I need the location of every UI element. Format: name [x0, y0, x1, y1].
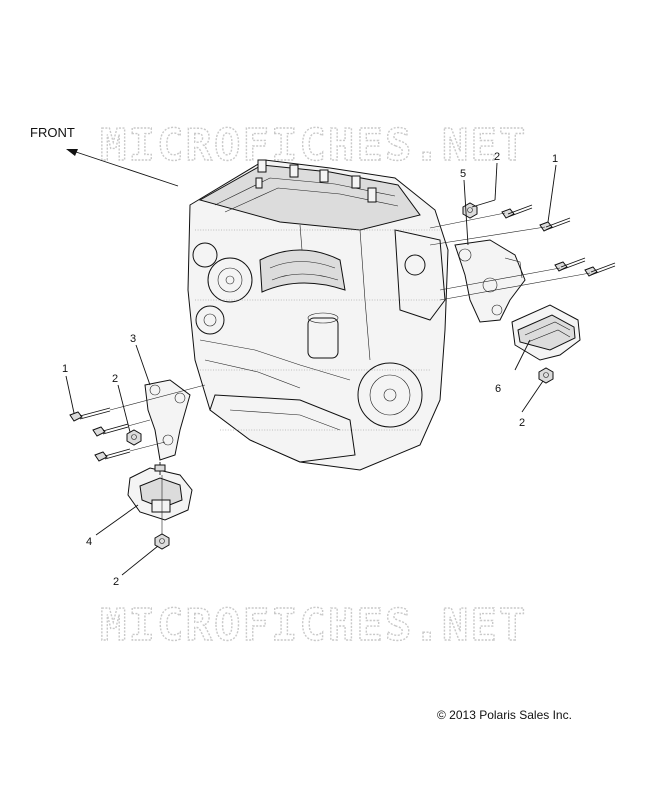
- nut-lower-right: [538, 367, 554, 384]
- callout-2-top: 2: [494, 151, 500, 163]
- bolts-right: [429, 204, 616, 301]
- nut-top-right: [462, 202, 478, 219]
- front-label: FRONT: [30, 125, 75, 140]
- callout-6: 6: [495, 383, 501, 395]
- left-engine-mount: [127, 462, 193, 521]
- watermark-bottom: MICROFICHES.NET: [100, 600, 527, 651]
- callout-1-left: 1: [62, 363, 68, 375]
- callout-2-left: 2: [112, 373, 118, 385]
- callout-5: 5: [460, 168, 466, 180]
- callouts: 1 2 5 6 2 3 1 2 4 2: [62, 151, 558, 588]
- copyright-notice: © 2013 Polaris Sales Inc.: [437, 708, 572, 722]
- callout-1-top: 1: [552, 153, 558, 165]
- left-engine-bracket: [144, 379, 191, 461]
- watermark-top: MICROFICHES.NET: [100, 120, 527, 171]
- leader-lines: [65, 162, 557, 576]
- callout-4: 4: [86, 536, 92, 548]
- callout-3: 3: [130, 333, 136, 345]
- bolts-left: [69, 384, 206, 534]
- right-engine-mount: [511, 304, 581, 361]
- nut-left-bracket: [126, 429, 142, 446]
- front-arrow: [66, 149, 179, 187]
- callout-2-bottom: 2: [113, 576, 119, 588]
- engine-assembly: [187, 159, 449, 471]
- callout-2-right: 2: [519, 417, 525, 429]
